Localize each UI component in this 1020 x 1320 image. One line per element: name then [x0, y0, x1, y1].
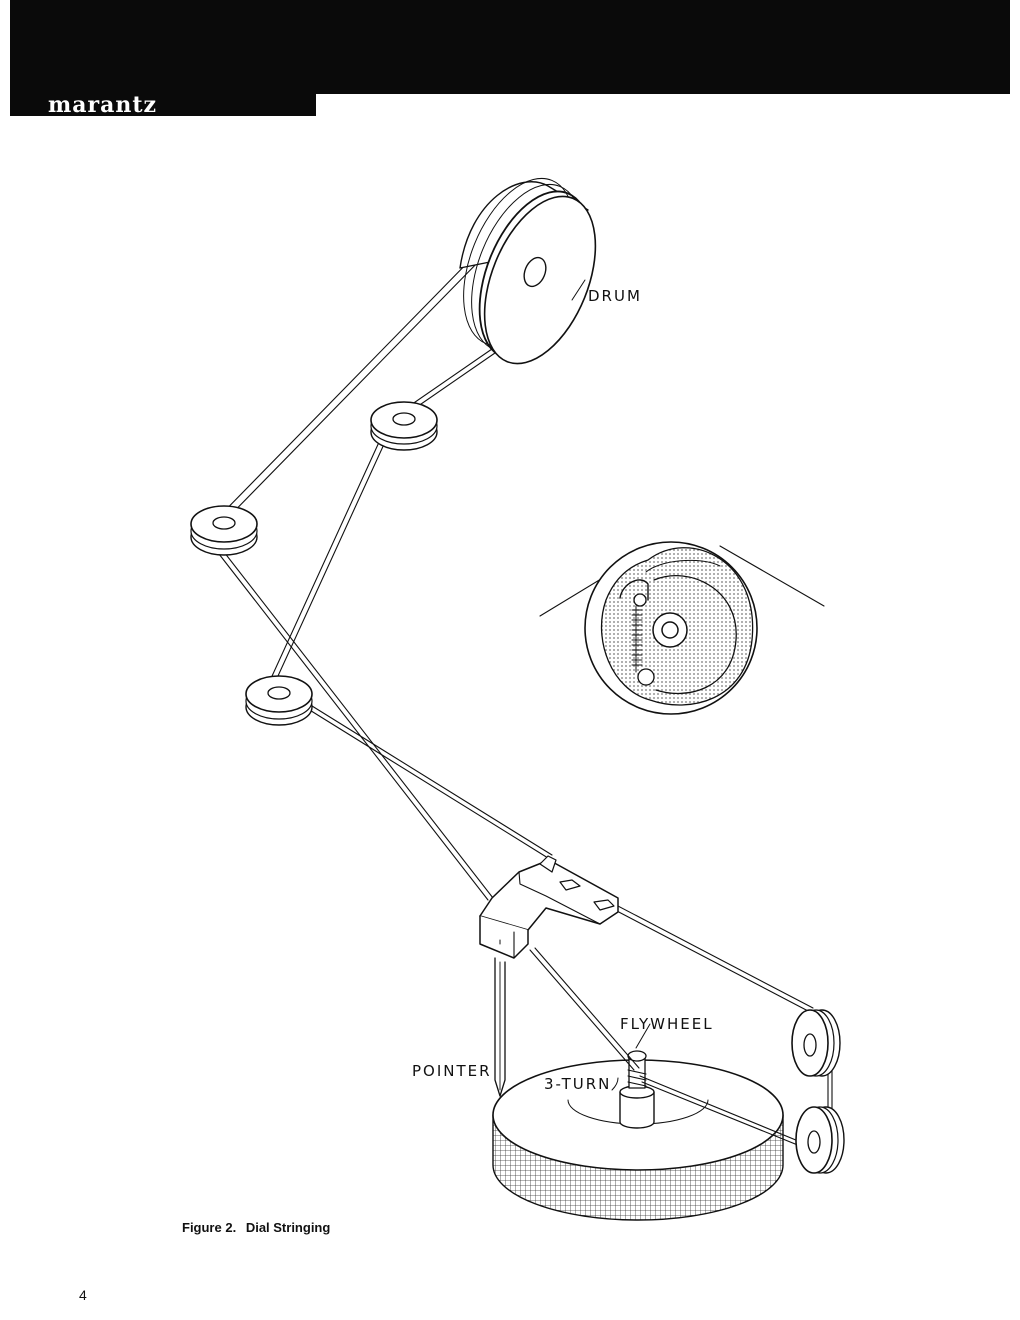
logo-tab	[10, 94, 316, 116]
figure-title: Dial Stringing	[245, 1220, 331, 1235]
flywheel-pulley-upper	[791, 1009, 841, 1077]
brand-logo: marantz	[48, 92, 158, 118]
drum-spring-detail	[539, 541, 825, 715]
drum	[459, 177, 597, 365]
idler-pulley-2	[370, 401, 438, 451]
pointer-label: POINTER	[412, 1062, 492, 1080]
flywheel-label: FLYWHEEL	[620, 1015, 714, 1033]
three-turn-label: 3-TURN	[544, 1075, 612, 1093]
figure-number: Figure 2.	[182, 1220, 237, 1235]
flywheel-shaft	[619, 1050, 655, 1129]
page-number: 4	[79, 1287, 87, 1303]
pointer	[494, 957, 506, 1097]
drum-label: DRUM	[588, 287, 642, 305]
flywheel-pulley-lower	[795, 1106, 845, 1174]
pointer-carriage	[479, 855, 619, 959]
idler-pulley-3	[190, 505, 258, 556]
figure-caption: Figure 2. Dial Stringing	[182, 1220, 330, 1235]
idler-pulley-1	[245, 675, 313, 726]
header-bar	[10, 0, 1010, 94]
label-leaders	[611, 1023, 651, 1091]
